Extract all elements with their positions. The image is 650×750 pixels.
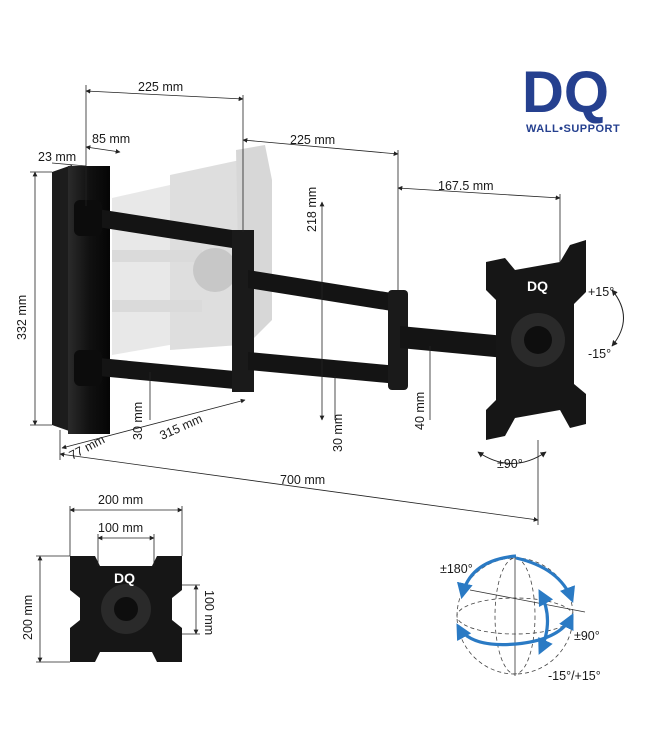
vesa-outer-width: 200 mm bbox=[98, 493, 143, 507]
vesa-inner-width: 100 mm bbox=[98, 521, 143, 535]
vesa-plate-detail: DQ 200 mm 100 mm 200 mm 100 mm bbox=[21, 493, 216, 663]
dim-wall-height: 332 mm bbox=[15, 295, 29, 340]
tilt-indicator bbox=[611, 289, 624, 347]
dim-arm1-thickness: 30 mm bbox=[131, 402, 145, 440]
swivel-label: ±180° bbox=[440, 562, 473, 576]
dim-arm2-thickness: 30 mm bbox=[331, 414, 345, 452]
vesa-outer-height: 200 mm bbox=[21, 595, 35, 640]
dim-arm2-length: 225 mm bbox=[290, 133, 335, 147]
tilt-down-label: -15° bbox=[588, 347, 611, 361]
vesa-inner-height: 100 mm bbox=[202, 590, 216, 635]
brand-logo: DQ WALL•SUPPORT bbox=[522, 60, 620, 135]
tilt-up-label: +15° bbox=[588, 285, 614, 299]
movement-sphere: ±180° ±90° -15°/+15° bbox=[440, 554, 601, 683]
logo-mark: DQ bbox=[522, 60, 609, 125]
dim-wall-span: 315 mm bbox=[158, 412, 205, 443]
dim-head-thickness: 40 mm bbox=[413, 392, 427, 430]
dim-wall-depth: 23 mm bbox=[38, 150, 76, 164]
vesa-plate-logo: DQ bbox=[114, 570, 135, 586]
tilt-sphere-label: -15°/+15° bbox=[548, 669, 601, 683]
plate-logo: DQ bbox=[527, 278, 548, 294]
logo-tagline: WALL•SUPPORT bbox=[526, 123, 620, 135]
rotate-indicator bbox=[477, 451, 547, 464]
tv-mount-plate: DQ bbox=[486, 240, 586, 440]
dim-offset-85: 85 mm bbox=[92, 132, 130, 146]
dim-head-length: 167.5 mm bbox=[438, 179, 494, 193]
dim-arm-spacing: 218 mm bbox=[305, 187, 319, 232]
rotate-label: ±90° bbox=[497, 457, 523, 471]
dim-total-extension: 700 mm bbox=[280, 473, 325, 487]
rotate-sphere-label: ±90° bbox=[574, 629, 600, 643]
dim-arm1-length: 225 mm bbox=[138, 80, 183, 94]
